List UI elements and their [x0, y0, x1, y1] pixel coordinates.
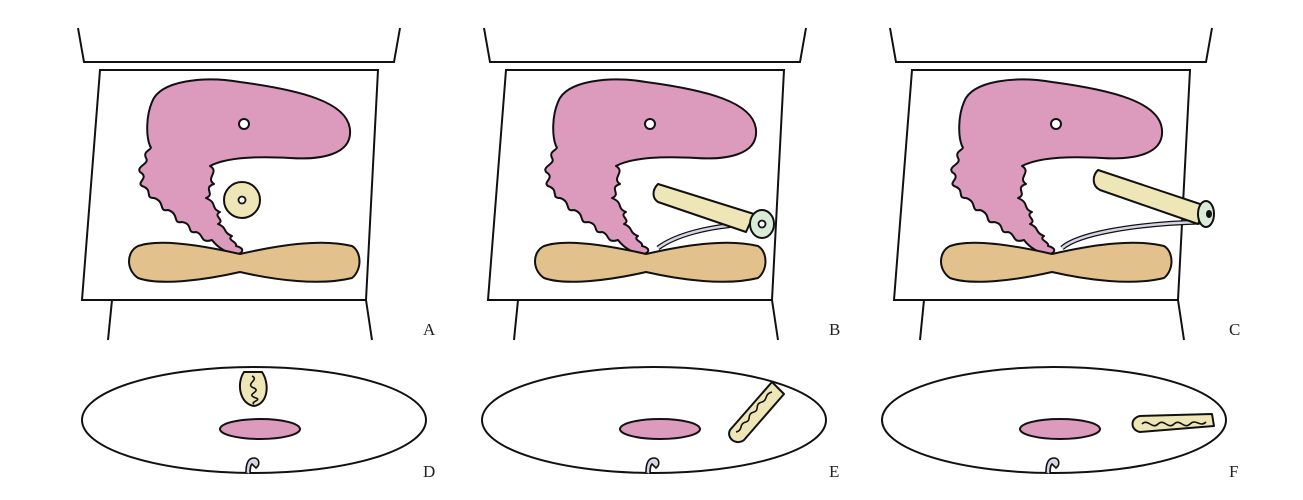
appendix-tube-b — [652, 183, 775, 251]
panel-letter-a: A — [423, 320, 436, 339]
appendix-ring-a — [223, 181, 261, 219]
panel-letter-c: C — [1229, 320, 1241, 339]
panel-c — [889, 27, 1215, 341]
panel-d — [81, 366, 427, 475]
panel-e — [481, 366, 827, 475]
panel-b — [483, 27, 807, 341]
panel-letter-f: F — [1229, 462, 1239, 481]
panel-letter-e: E — [829, 462, 840, 481]
stoma-tube-f — [1131, 413, 1215, 433]
panel-f — [881, 366, 1227, 475]
panel-letter-b: B — [829, 320, 841, 339]
appendix-tube-c — [1060, 169, 1215, 250]
panel-letter-d: D — [423, 462, 436, 481]
stoma-pouch-d — [238, 371, 268, 408]
stoma-tube-e — [728, 381, 785, 444]
panel-a — [77, 27, 401, 341]
